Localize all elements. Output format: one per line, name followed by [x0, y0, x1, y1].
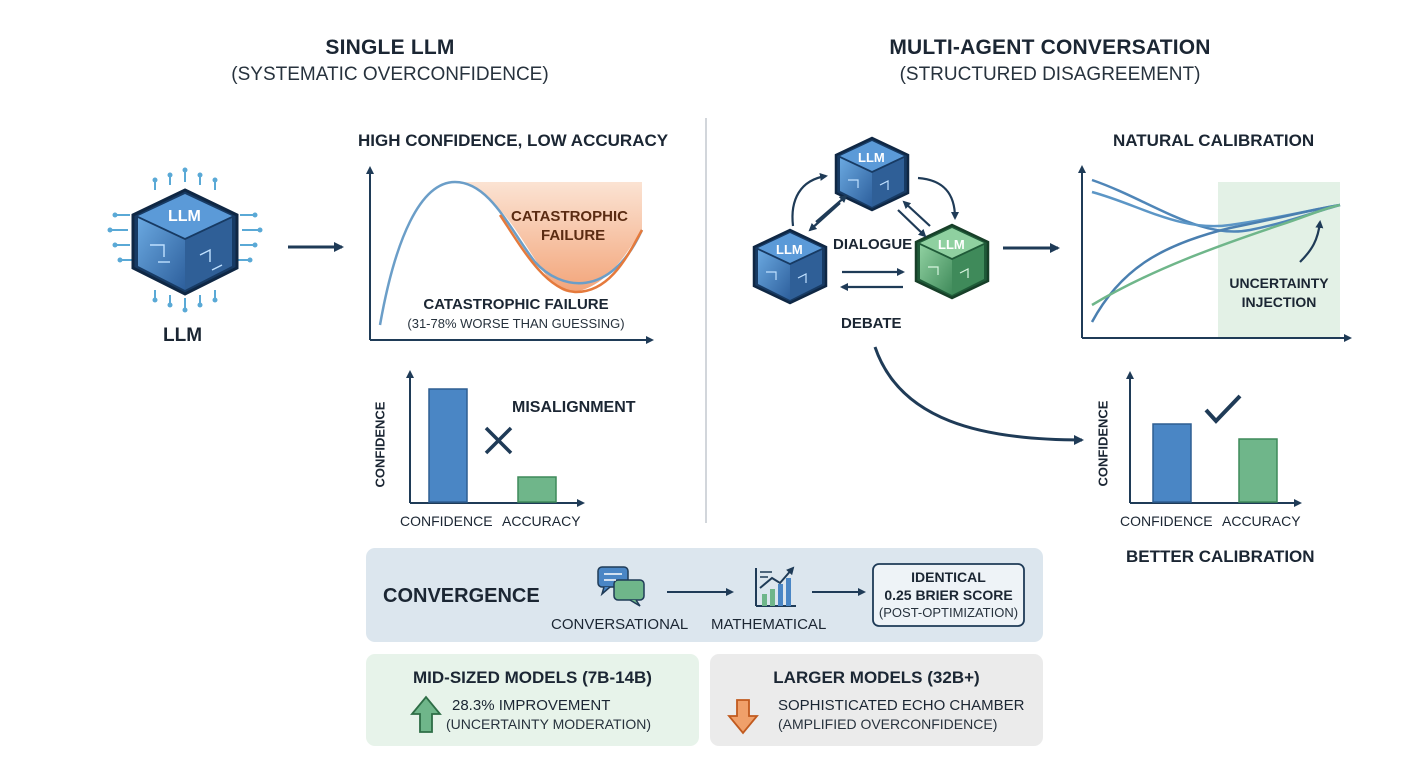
misalignment-label: MISALIGNMENT — [512, 399, 636, 416]
arrow-down-icon — [727, 699, 759, 735]
right-confidence-bar — [1152, 423, 1192, 503]
convergence-label: CONVERGENCE — [383, 585, 540, 607]
mid-models-panel — [366, 654, 699, 746]
curve-region-label-2: FAILURE — [541, 227, 606, 244]
right-bar-ylabel: CONFIDENCE — [1095, 400, 1111, 487]
large-models-title: LARGER MODELS (32B+) — [773, 668, 980, 687]
left-bar-x2: ACCURACY — [502, 513, 581, 529]
right-curve-title: NATURAL CALIBRATION — [1113, 131, 1315, 150]
confidence-curve — [378, 180, 644, 326]
brier-box-line-3: (POST-OPTIMIZATION) — [878, 605, 1019, 620]
llm-chip-text: LLM — [168, 208, 201, 225]
mid-models-line-2: (UNCERTAINTY MODERATION) — [446, 716, 652, 732]
cross-icon — [484, 426, 513, 455]
better-calibration-label: BETTER CALIBRATION — [1126, 547, 1315, 566]
large-models-panel — [710, 654, 1043, 746]
convergence-step-1: CONVERSATIONAL — [551, 616, 689, 633]
brier-box-line-1: IDENTICAL — [911, 569, 986, 585]
right-curve-chart — [1078, 165, 1352, 342]
agent-top-text: LLM — [858, 150, 885, 165]
agent-left-text: LLM — [776, 242, 803, 257]
agent-network — [752, 136, 1084, 445]
agent-right-icon — [914, 223, 990, 300]
brier-score-box — [872, 563, 1025, 627]
agent-top-icon — [834, 136, 910, 212]
uncertainty-region — [1218, 182, 1340, 338]
dialogue-label: DIALOGUE — [833, 236, 913, 253]
agent-left-icon — [752, 228, 828, 305]
failure-curve — [498, 214, 644, 294]
left-bar-ylabel: CONFIDENCE — [372, 401, 388, 488]
uncertainty-label-2: INJECTION — [1241, 294, 1317, 310]
convergence-step-2: MATHEMATICAL — [711, 616, 827, 633]
left-bar-chart — [406, 370, 585, 507]
debate-label: DEBATE — [841, 315, 902, 332]
growth-chart-icon — [755, 566, 796, 607]
left-curve-title: HIGH CONFIDENCE, LOW ACCURACY — [358, 131, 669, 150]
left-title: SINGLE LLM — [325, 36, 455, 59]
right-subtitle: (STRUCTURED DISAGREEMENT) — [899, 64, 1201, 85]
llm-chip-icon — [107, 167, 263, 313]
right-title: MULTI-AGENT CONVERSATION — [889, 36, 1211, 59]
curved-arrow-icon — [873, 346, 1084, 445]
llm-label: LLM — [163, 325, 203, 346]
uncertainty-label-1: UNCERTAINTY — [1229, 275, 1329, 291]
curve-region-label-1: CATASTROPHIC — [511, 208, 628, 225]
brier-box-line-2: 0.25 BRIER SCORE — [884, 587, 1013, 603]
injection-arrow — [1299, 220, 1324, 263]
right-bar-x2: ACCURACY — [1222, 513, 1301, 529]
failure-region — [460, 182, 642, 293]
curve-caption: CATASTROPHIC FAILURE — [423, 296, 609, 313]
right-bar-chart — [1126, 371, 1302, 507]
large-models-line-2: (AMPLIFIED OVERCONFIDENCE) — [778, 716, 998, 732]
agent-right-text: LLM — [938, 237, 965, 252]
mid-models-title: MID-SIZED MODELS (7B-14B) — [413, 668, 652, 687]
left-curve-chart — [366, 166, 654, 344]
left-accuracy-bar — [517, 476, 557, 503]
right-accuracy-bar — [1238, 438, 1278, 503]
section-divider — [705, 118, 707, 523]
left-subtitle: (SYSTEMATIC OVERCONFIDENCE) — [231, 64, 549, 85]
mid-models-line-1: 28.3% IMPROVEMENT — [452, 697, 611, 714]
chat-bubbles-icon — [597, 566, 645, 607]
large-models-line-1: SOPHISTICATED ECHO CHAMBER — [778, 697, 1025, 714]
check-icon — [1204, 394, 1242, 424]
curve-caption-sub: (31-78% WORSE THAN GUESSING) — [407, 316, 625, 331]
right-bar-x1: CONFIDENCE — [1120, 513, 1213, 529]
left-bar-x1: CONFIDENCE — [400, 513, 493, 529]
arrow-up-icon — [410, 695, 442, 733]
left-confidence-bar — [428, 388, 468, 503]
